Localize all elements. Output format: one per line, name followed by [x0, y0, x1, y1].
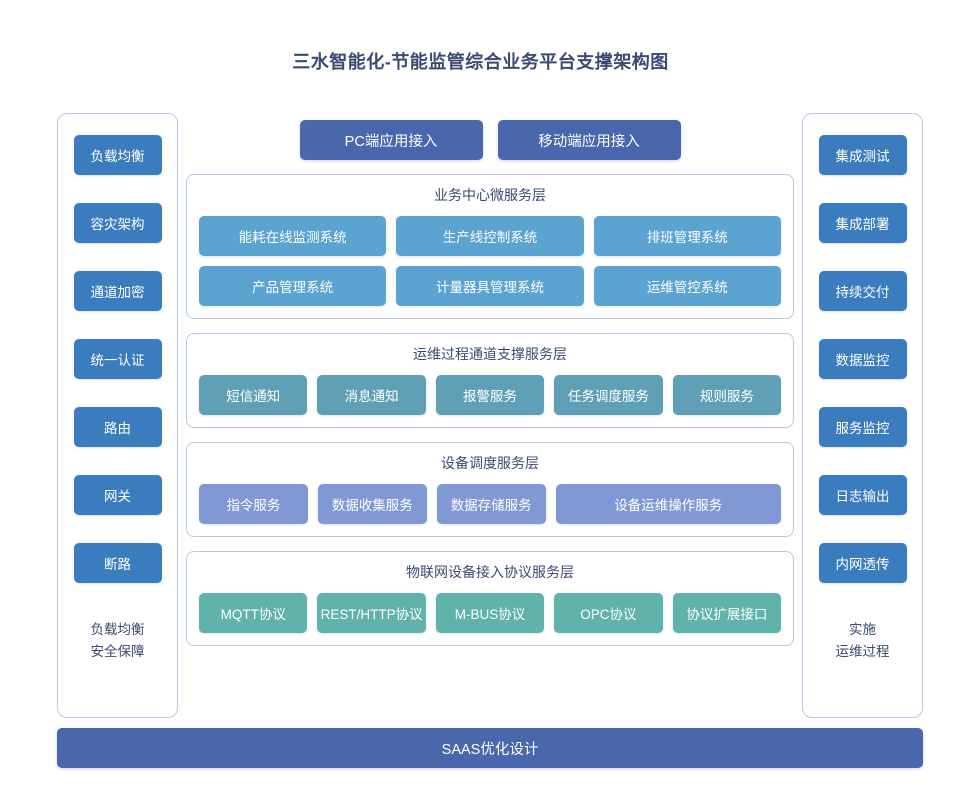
right-column-caption-line1: 实施 — [849, 622, 876, 637]
access-button-pc[interactable]: PC端应用接入 — [299, 120, 483, 160]
access-button-mobile[interactable]: 移动端应用接入 — [497, 120, 681, 160]
left-column-caption-line1: 负载均衡 — [90, 622, 145, 637]
saas-optimization-bar[interactable]: SAAS优化设计 — [57, 728, 923, 768]
right-column-caption: 实施 运维过程 — [836, 619, 890, 663]
node-device-ops-operation-service[interactable]: 设备运维操作服务 — [555, 484, 781, 524]
layer-device-scheduling: 设备调度服务层 指令服务 数据收集服务 数据存储服务 设备运维操作服务 — [186, 442, 794, 537]
center-stack: PC端应用接入 移动端应用接入 业务中心微服务层 能耗在线监测系统 生产线控制系… — [186, 113, 794, 718]
layer-ops-channel-support: 运维过程通道支撑服务层 短信通知 消息通知 报警服务 任务调度服务 规则服务 — [186, 333, 794, 428]
layer-iot-protocol: 物联网设备接入协议服务层 MQTT协议 REST/HTTP协议 M-BUS协议 … — [186, 551, 794, 646]
layer-row: MQTT协议 REST/HTTP协议 M-BUS协议 OPC协议 协议扩展接口 — [199, 593, 782, 633]
node-shift-management[interactable]: 排班管理系统 — [593, 216, 781, 256]
node-sms-notification[interactable]: 短信通知 — [199, 375, 308, 415]
sidebar-item-gateway[interactable]: 网关 — [73, 475, 162, 515]
sidebar-item-routing[interactable]: 路由 — [73, 407, 162, 447]
layer-title-device: 设备调度服务层 — [441, 455, 539, 471]
sidebar-item-service-monitoring[interactable]: 服务监控 — [818, 407, 907, 447]
node-alarm-service[interactable]: 报警服务 — [435, 375, 545, 415]
sidebar-item-unified-auth[interactable]: 统一认证 — [73, 339, 162, 379]
sidebar-item-integration-deploy[interactable]: 集成部署 — [818, 203, 907, 243]
layer-row: 短信通知 消息通知 报警服务 任务调度服务 规则服务 — [199, 375, 782, 415]
layer-business-microservice: 业务中心微服务层 能耗在线监测系统 生产线控制系统 排班管理系统 产品管理系统 … — [186, 174, 794, 319]
sidebar-item-log-output[interactable]: 日志输出 — [818, 475, 907, 515]
layer-title-iot: 物联网设备接入协议服务层 — [406, 564, 574, 580]
sidebar-item-disaster-recovery[interactable]: 容灾架构 — [73, 203, 162, 243]
application-access-row: PC端应用接入 移动端应用接入 — [186, 113, 794, 160]
right-column-caption-line2: 运维过程 — [835, 644, 890, 659]
node-energy-monitoring[interactable]: 能耗在线监测系统 — [199, 216, 387, 256]
sidebar-item-data-monitoring[interactable]: 数据监控 — [818, 339, 907, 379]
sidebar-item-intranet-tunnel[interactable]: 内网透传 — [818, 543, 907, 583]
node-mbus-protocol[interactable]: M-BUS协议 — [435, 593, 545, 633]
node-task-scheduling-service[interactable]: 任务调度服务 — [554, 375, 663, 415]
sidebar-item-integration-test[interactable]: 集成测试 — [818, 135, 907, 175]
right-support-column: 集成测试 集成部署 持续交付 数据监控 服务监控 日志输出 内网透传 实施 运维… — [802, 113, 923, 718]
sidebar-item-continuous-delivery[interactable]: 持续交付 — [818, 271, 907, 311]
page-title: 三水智能化-节能监管综合业务平台支撑架构图 — [292, 52, 669, 72]
node-production-line-control[interactable]: 生产线控制系统 — [396, 216, 584, 256]
node-message-notification[interactable]: 消息通知 — [317, 375, 426, 415]
node-opc-protocol[interactable]: OPC协议 — [554, 593, 663, 633]
node-rest-http-protocol[interactable]: REST/HTTP协议 — [317, 593, 426, 633]
left-column-caption: 负载均衡 安全保障 — [91, 619, 145, 663]
node-protocol-extension-interface[interactable]: 协议扩展接口 — [672, 593, 782, 633]
layer-row: 产品管理系统 计量器具管理系统 运维管控系统 — [199, 266, 781, 306]
node-ops-control[interactable]: 运维管控系统 — [593, 266, 781, 306]
left-support-column: 负载均衡 容灾架构 通道加密 统一认证 路由 网关 断路 负载均衡 安全保障 — [57, 113, 178, 718]
node-rule-service[interactable]: 规则服务 — [672, 375, 782, 415]
sidebar-item-channel-encryption[interactable]: 通道加密 — [73, 271, 162, 311]
architecture-diagram: 负载均衡 容灾架构 通道加密 统一认证 路由 网关 断路 负载均衡 安全保障 集… — [57, 113, 923, 768]
layer-title-business: 业务中心微服务层 — [434, 187, 546, 203]
layer-row: 能耗在线监测系统 生产线控制系统 排班管理系统 — [199, 216, 781, 256]
sidebar-item-circuit-breaker[interactable]: 断路 — [73, 543, 162, 583]
node-product-management[interactable]: 产品管理系统 — [199, 266, 387, 306]
layer-title-ops: 运维过程通道支撑服务层 — [413, 346, 567, 362]
layer-row: 指令服务 数据收集服务 数据存储服务 设备运维操作服务 — [199, 484, 781, 524]
left-column-caption-line2: 安全保障 — [90, 644, 145, 659]
sidebar-item-load-balance[interactable]: 负载均衡 — [73, 135, 162, 175]
node-mqtt-protocol[interactable]: MQTT协议 — [199, 593, 308, 633]
node-metering-device-management[interactable]: 计量器具管理系统 — [396, 266, 584, 306]
node-command-service[interactable]: 指令服务 — [199, 484, 308, 524]
node-data-collection-service[interactable]: 数据收集服务 — [317, 484, 427, 524]
node-data-storage-service[interactable]: 数据存储服务 — [436, 484, 546, 524]
